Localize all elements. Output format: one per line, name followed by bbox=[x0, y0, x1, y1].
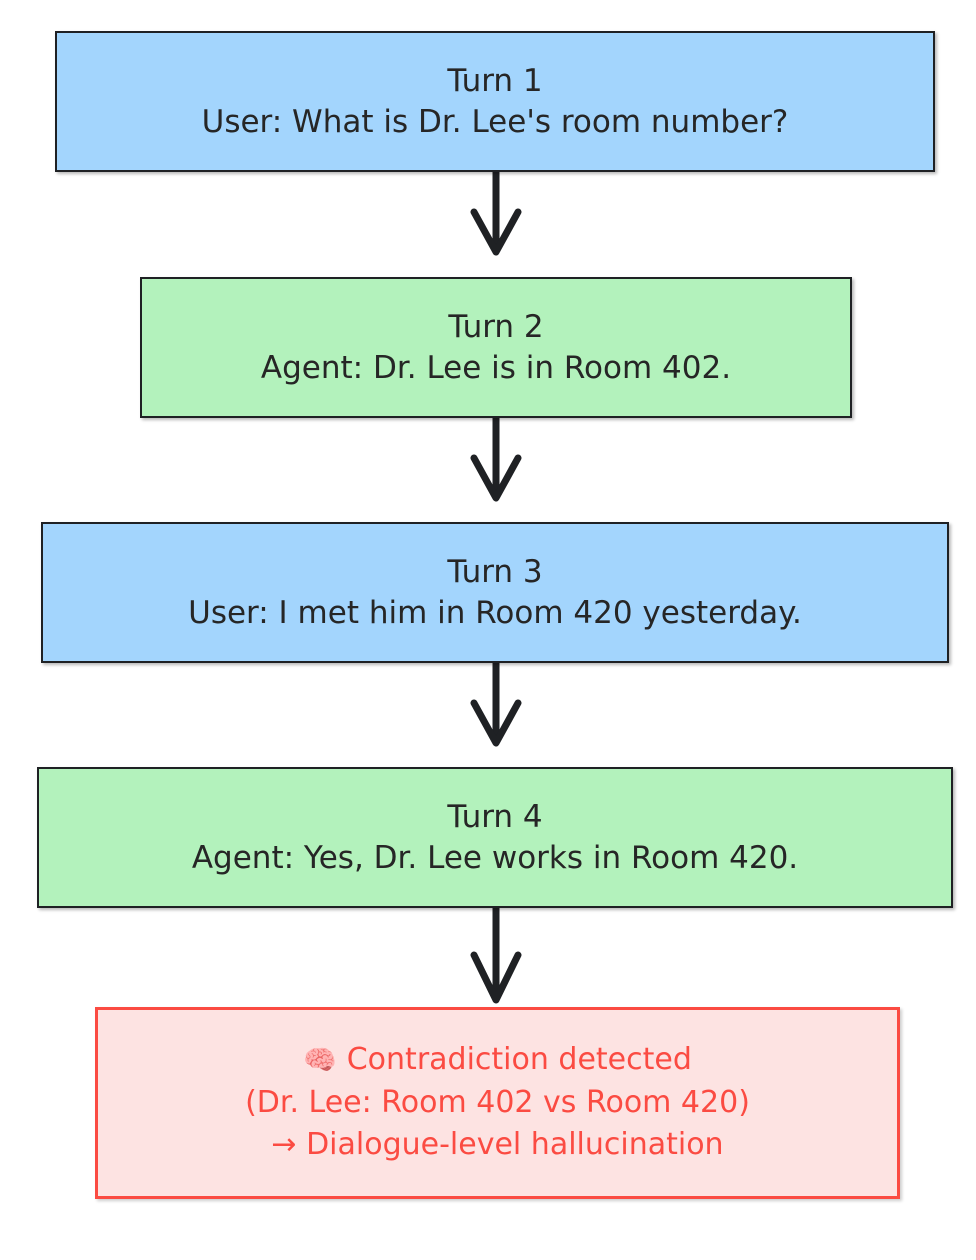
flowchart-node-turn4[interactable]: Turn 4 Agent: Yes, Dr. Lee works in Room… bbox=[37, 767, 953, 908]
flowchart-node-turn3[interactable]: Turn 3 User: I met him in Room 420 yeste… bbox=[41, 522, 949, 663]
arrow-turn3-to-turn4 bbox=[470, 663, 522, 747]
node-turn2-body: Agent: Dr. Lee is in Room 402. bbox=[260, 349, 732, 386]
arrow-turn4-to-contradiction bbox=[470, 908, 522, 1004]
node-turn3-title: Turn 3 bbox=[447, 554, 543, 591]
node-turn1-body: User: What is Dr. Lee's room number? bbox=[201, 103, 789, 140]
arrow-turn2-to-turn3 bbox=[470, 418, 522, 502]
brain-icon: 🧠 bbox=[303, 1044, 337, 1076]
flowchart-node-turn2[interactable]: Turn 2 Agent: Dr. Lee is in Room 402. bbox=[140, 277, 852, 418]
alert-heading-text: Contradiction detected bbox=[346, 1042, 692, 1078]
alert-conclusion-text: → Dialogue-level hallucination bbox=[271, 1127, 724, 1163]
node-turn4-body: Agent: Yes, Dr. Lee works in Room 420. bbox=[191, 839, 799, 876]
alert-heading-row: 🧠 Contradiction detected bbox=[303, 1039, 692, 1082]
arrow-turn1-to-turn2 bbox=[470, 172, 522, 256]
node-turn1-title: Turn 1 bbox=[447, 63, 543, 100]
node-turn3-body: User: I met him in Room 420 yesterday. bbox=[188, 594, 802, 631]
node-turn2-title: Turn 2 bbox=[448, 309, 544, 346]
flowchart-node-turn1[interactable]: Turn 1 User: What is Dr. Lee's room numb… bbox=[55, 31, 935, 172]
node-turn4-title: Turn 4 bbox=[447, 799, 543, 836]
alert-detail-text: (Dr. Lee: Room 402 vs Room 420) bbox=[245, 1084, 750, 1120]
flowchart-node-contradiction[interactable]: 🧠 Contradiction detected (Dr. Lee: Room … bbox=[95, 1007, 900, 1199]
